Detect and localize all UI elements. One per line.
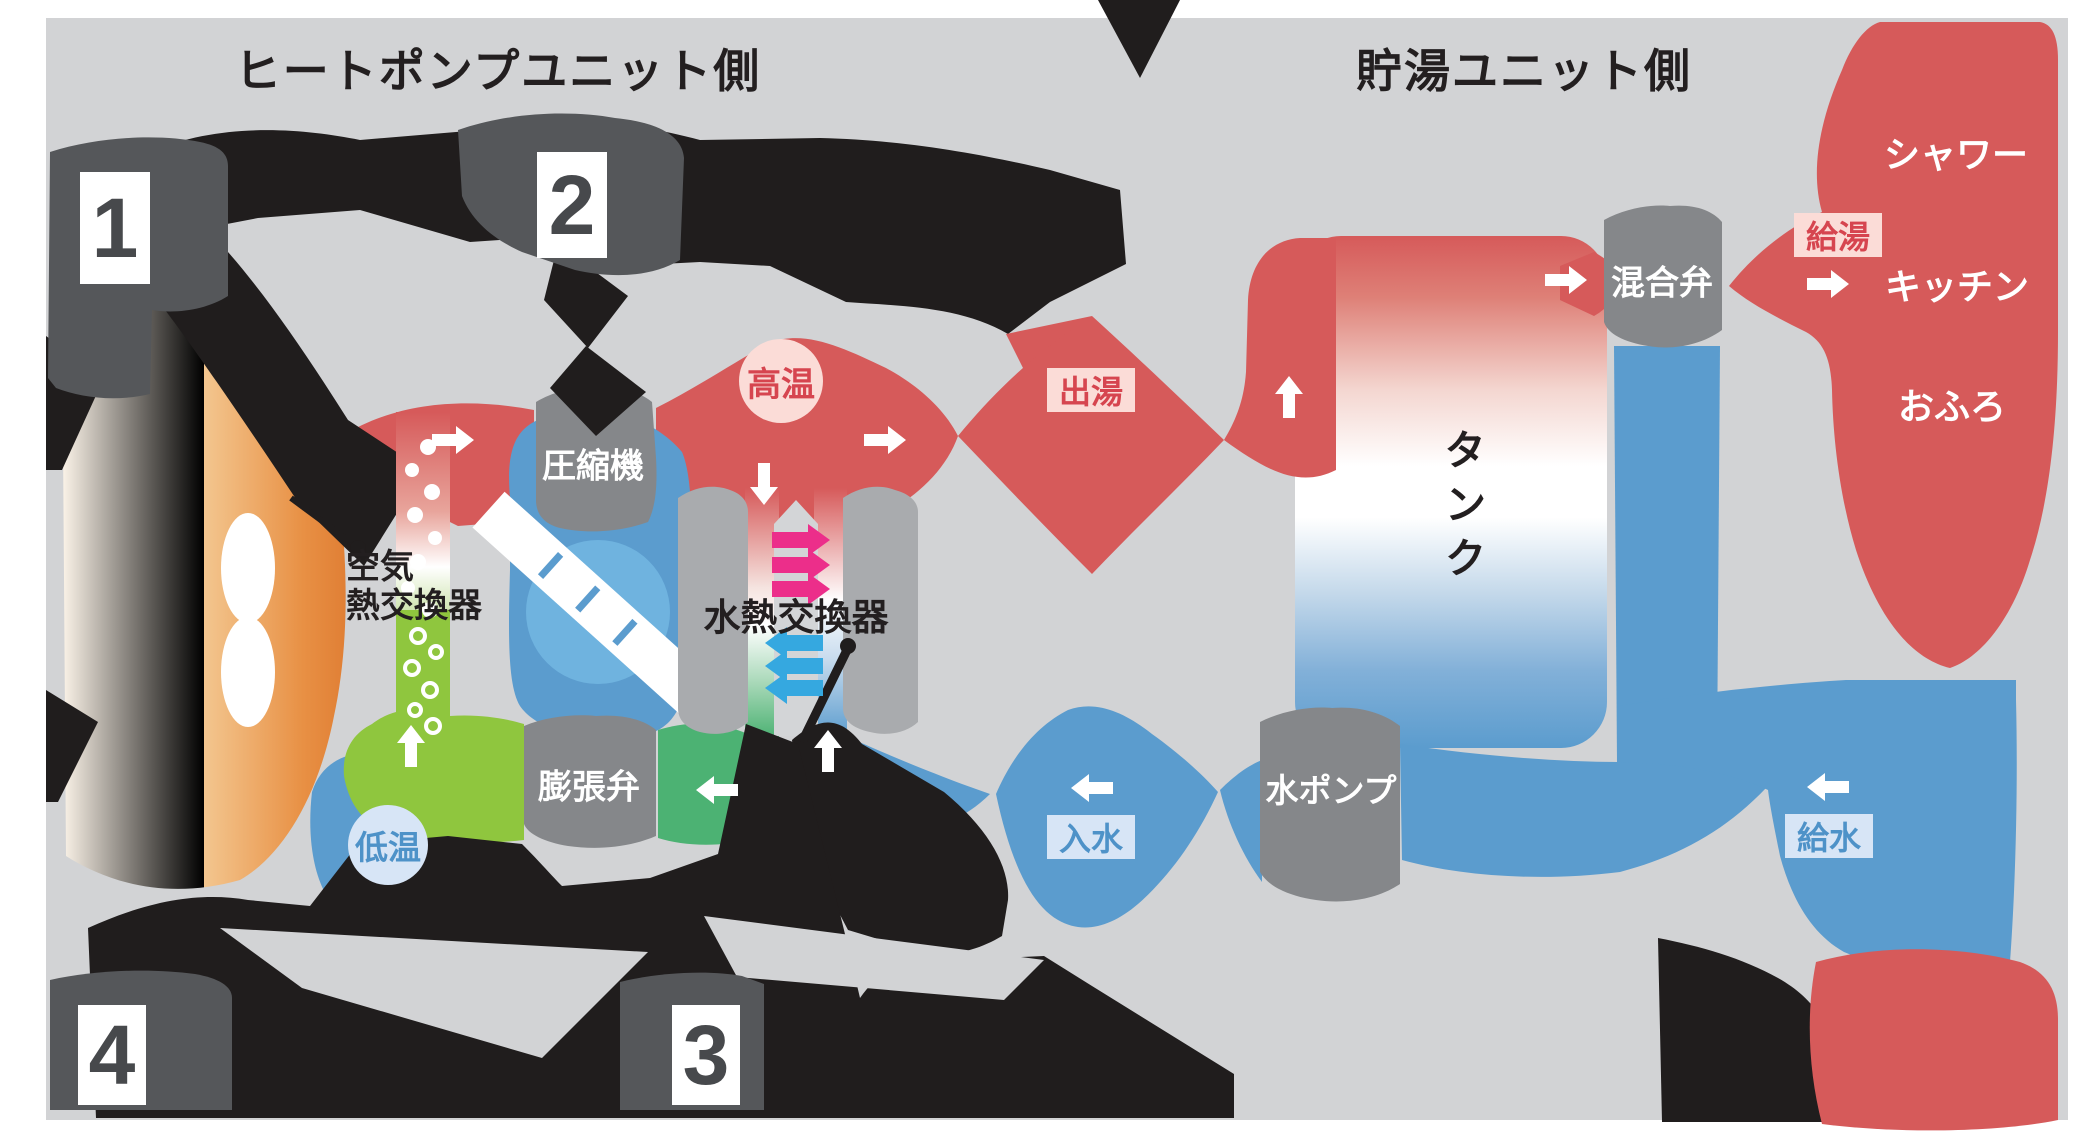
arrow-right-icon (1545, 266, 1587, 294)
arrow-down-icon (750, 463, 778, 505)
hot-water-supply-badge: 給湯 (1794, 213, 1882, 257)
high-temp-badge: 高温 (739, 339, 823, 423)
hot-supply-region (1729, 22, 2058, 668)
water-pump-label: 水ポンプ (1265, 772, 1397, 809)
arrow-right-icon (432, 426, 474, 454)
flow-arrows (397, 266, 1849, 804)
water-pump-blob (1260, 707, 1400, 902)
arrow-left-icon (696, 776, 738, 804)
shower-label: シャワー (1883, 134, 2029, 175)
heat-arrow-icon (772, 573, 830, 605)
hot-water-circuit (656, 22, 2058, 668)
cold-water-supply-badge: 給水 (1785, 814, 1873, 858)
masked-fan-illustration (140, 246, 424, 566)
bath-label: おふろ (1897, 386, 2007, 427)
air-hx-label-line2: 熱交換器 (346, 587, 482, 625)
pipe-hot-out-diamond (958, 316, 1224, 574)
arrow-up-icon (1275, 376, 1303, 418)
bubble-dots (401, 439, 444, 735)
hot-water-out-badge: 出湯 (1047, 368, 1135, 412)
bath-circuit-corner (1809, 949, 2058, 1131)
heat-arrow-icon (772, 524, 830, 556)
cool-arrow-icon (765, 650, 823, 682)
pipe-bottom-channel (1400, 744, 1766, 877)
pipe-mixing-down (1614, 346, 1720, 762)
tank-label: タンク (1439, 428, 1486, 590)
fan-icon (221, 513, 275, 727)
heat-arrow-icon (772, 549, 830, 581)
masked-step3-step4-text (88, 724, 1234, 1118)
air-hx-label-line1: 空気 (346, 548, 414, 586)
masked-top-pointer (1098, 0, 1180, 78)
masked-bottom-areas (88, 722, 1830, 1122)
water-in-badge: 入水 (1047, 815, 1135, 859)
step-1-number: 1 (80, 172, 150, 284)
step-2-number: 2 (537, 152, 607, 258)
arrow-left-icon (1071, 774, 1113, 802)
storage-side-title: 貯湯ユニット側 (1356, 45, 1692, 97)
compressor-label: 圧縮機 (542, 447, 644, 486)
mixing-valve-blob (1604, 205, 1722, 348)
background-wedges (220, 916, 1044, 1058)
tank-body (1295, 236, 1607, 748)
cool-arrow-icon (765, 627, 823, 659)
step-4-number: 4 (78, 1005, 146, 1105)
kitchen-label: キッチン (1884, 266, 2030, 307)
arrow-up-icon (814, 730, 842, 772)
expansion-valve-blob (524, 715, 656, 848)
low-temp-badge: 低温 (348, 805, 428, 885)
heat-pump-side-title: ヒートポンプユニット側 (234, 45, 762, 97)
masked-pointer-compressor (544, 244, 646, 436)
water-heat-exchanger-label: 水熱交換器 (703, 597, 889, 638)
heat-transfer-arrows (765, 524, 830, 704)
arrow-left-icon (1807, 773, 1849, 801)
pipe-compressor-to-waterhx (656, 338, 958, 533)
arrow-up-icon (397, 725, 425, 767)
arrow-right-icon (1807, 270, 1849, 298)
pipe-expansion-to-airhx (343, 610, 524, 843)
cool-arrow-icon (765, 672, 823, 704)
pipe-riser-to-tank (1224, 238, 1336, 478)
expansion-valve-label: 膨張弁 (538, 768, 640, 807)
step-3-number: 3 (672, 1005, 740, 1105)
component-blobs (524, 205, 1722, 902)
arrow-right-icon (864, 426, 906, 454)
compressor-blob (536, 387, 657, 532)
leader-lines (289, 495, 856, 744)
air-heat-exchanger-label: 空気 熱交換器 (346, 548, 482, 626)
mixing-valve-label: 混合弁 (1611, 264, 1713, 303)
